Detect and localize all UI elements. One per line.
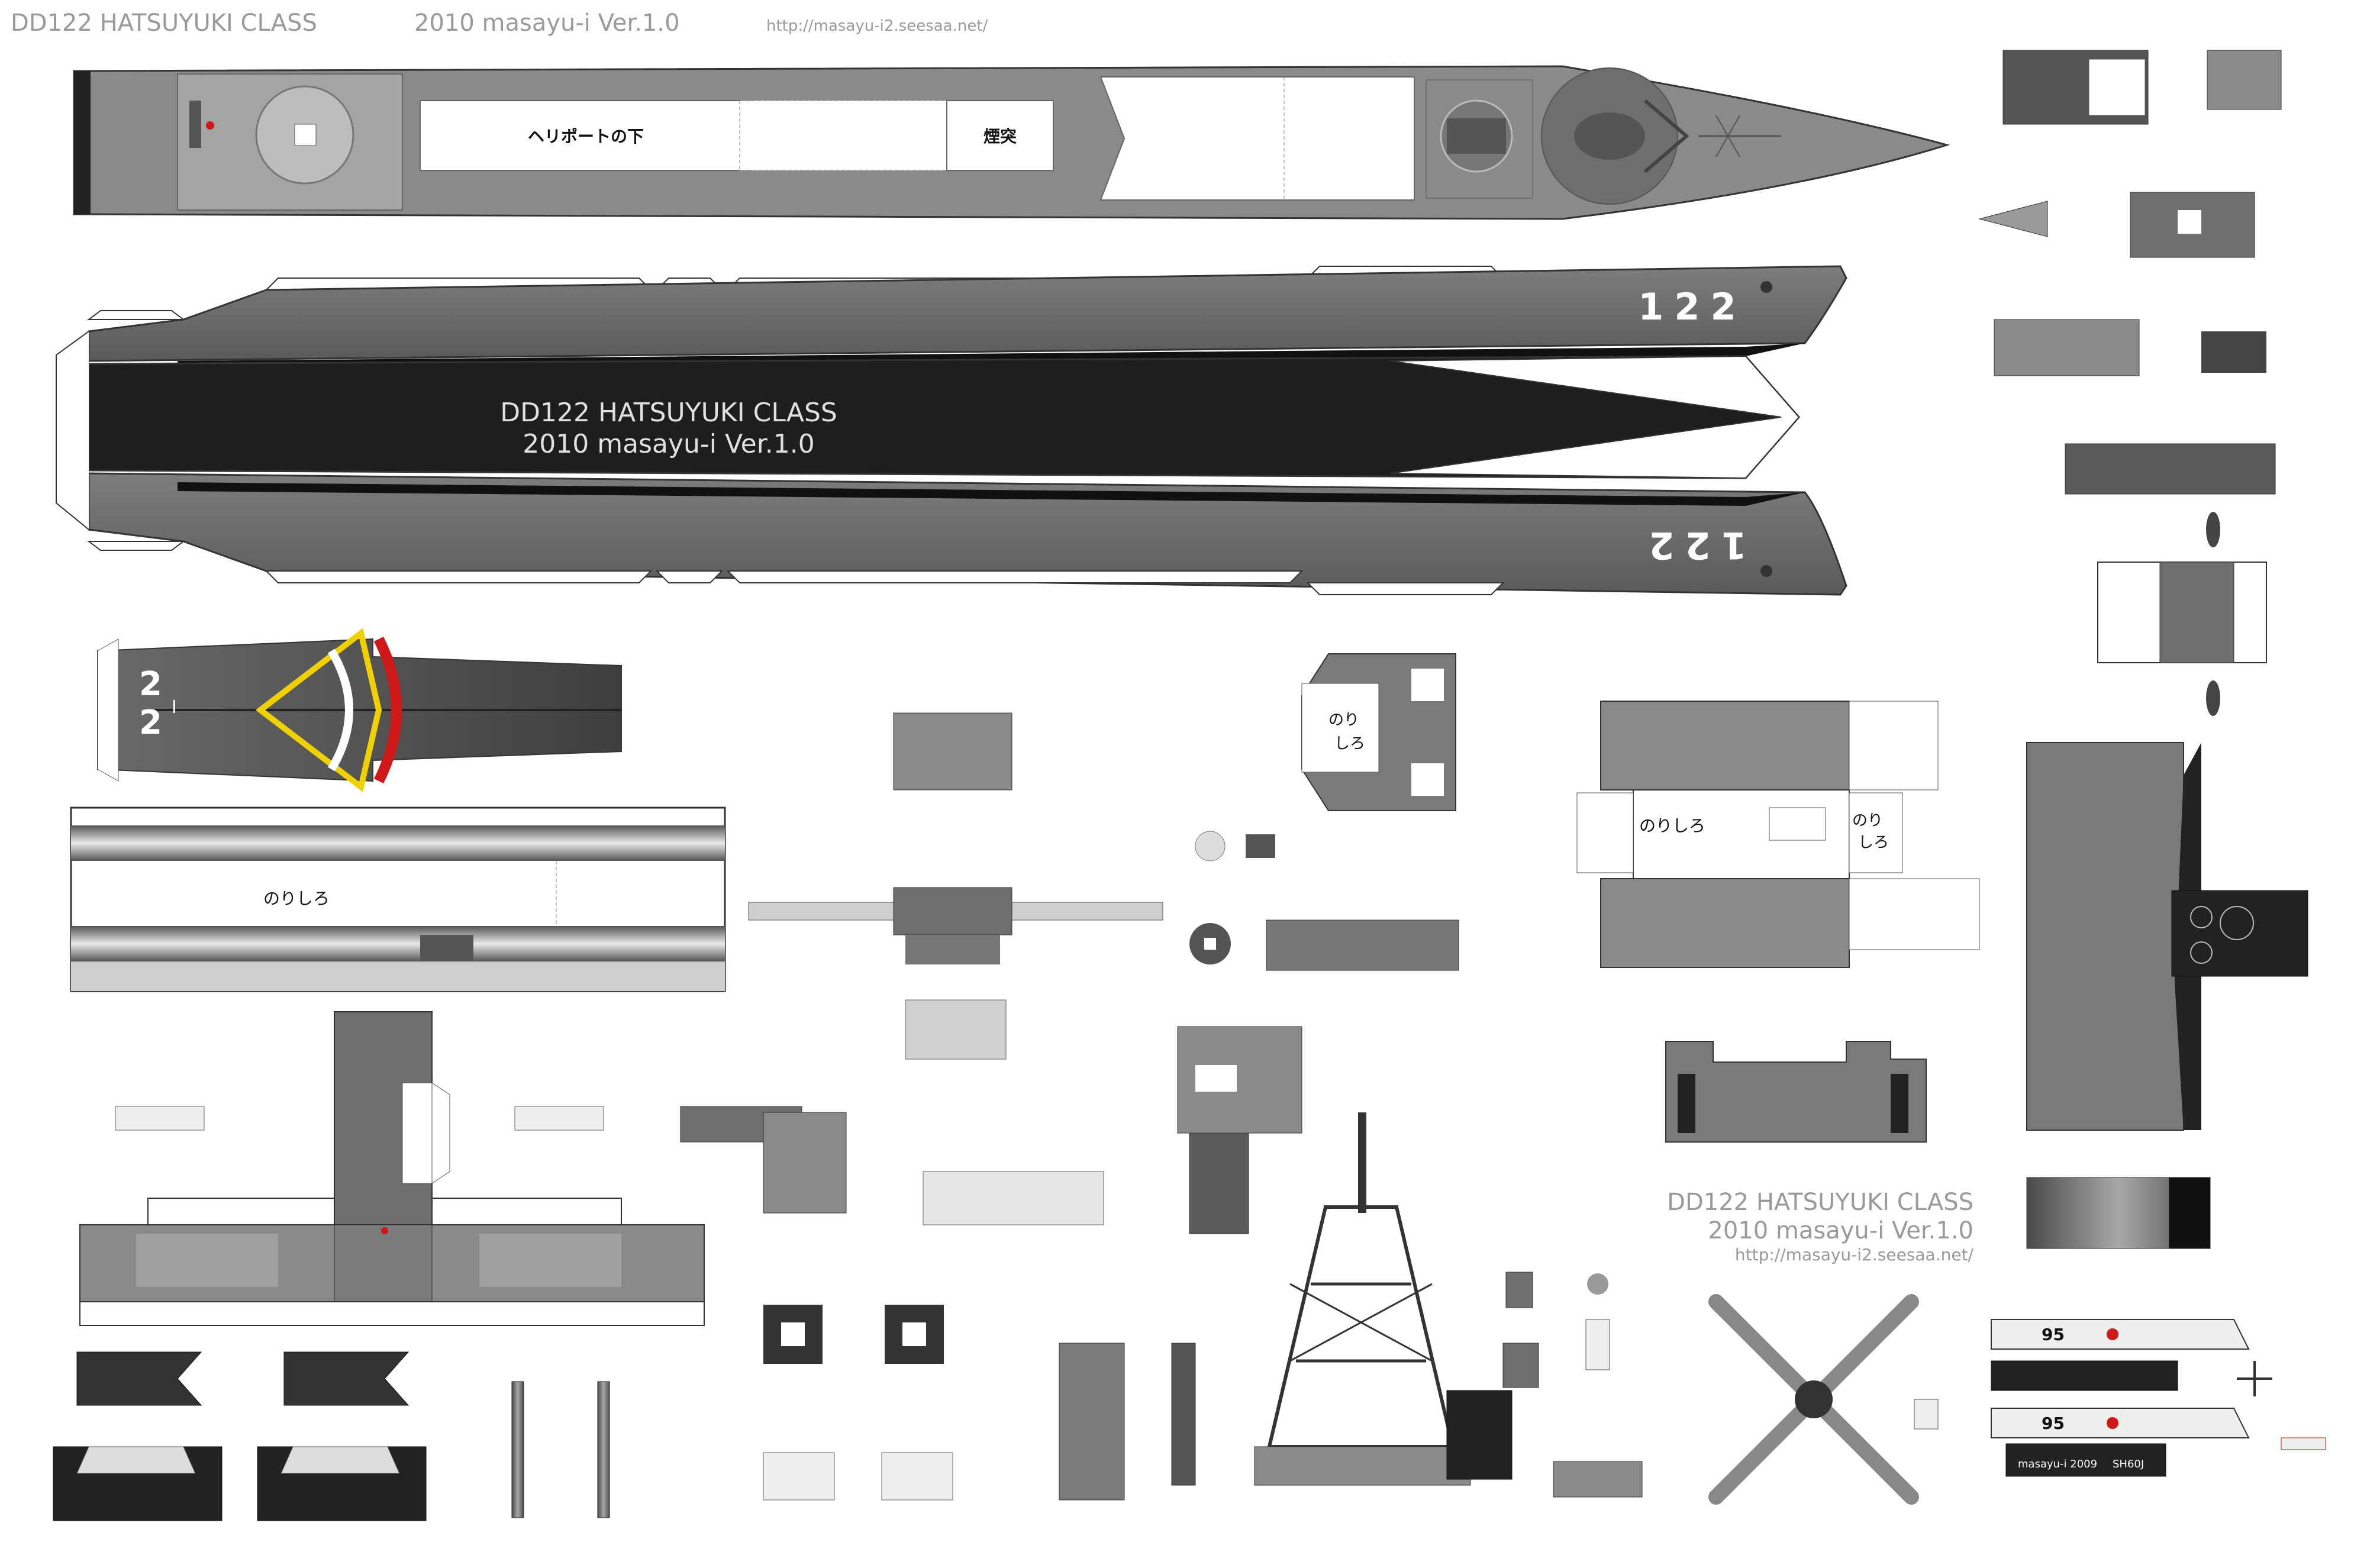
small-box-part bbox=[1914, 1399, 1939, 1430]
hangar-part bbox=[1665, 1041, 1927, 1143]
glue-tab-split-3: のり bbox=[1852, 812, 1883, 830]
heli-number-top: 95 bbox=[2042, 1325, 2065, 1344]
center-parts bbox=[680, 712, 1163, 1501]
glue-tab-split-2: しろ bbox=[1334, 735, 1365, 753]
bottom-credit-version: 2010 masayu-i Ver.1.0 bbox=[1708, 1217, 1973, 1244]
top-right-parts bbox=[1978, 50, 2282, 716]
small-white-parts bbox=[115, 1106, 604, 1131]
lattice-mast-part bbox=[1059, 1112, 1643, 1501]
small-strip-part bbox=[2281, 1437, 2326, 1450]
hull-number-upper: 122 bbox=[1638, 285, 1746, 328]
funnel-parts bbox=[53, 1351, 427, 1521]
heli-model: SH60J bbox=[2113, 1458, 2144, 1470]
heli-deck-part: 2 2 I bbox=[97, 628, 622, 792]
glue-tab-block-right: のりしろ のり しろ bbox=[1576, 701, 1980, 968]
glue-tab-split-1: のり bbox=[1328, 711, 1359, 729]
small-items bbox=[1177, 831, 1459, 1234]
hull-part: DD122 HATSUYUKI CLASS 2010 masayu-i Ver.… bbox=[56, 265, 1847, 596]
glue-tab-block-left: のり しろ bbox=[1301, 653, 1456, 811]
heliport-label: ヘリポートの下 bbox=[528, 127, 644, 146]
main-deck-part: ヘリポートの下 煙突 bbox=[73, 65, 1950, 220]
heli-deck-mark: I bbox=[172, 697, 177, 718]
heli-deck-number-2: 2 bbox=[139, 704, 162, 742]
small-columns bbox=[511, 1381, 610, 1518]
header-title: DD122 HATSUYUKI CLASS bbox=[11, 9, 317, 37]
hull-center-title: DD122 HATSUYUKI CLASS bbox=[500, 398, 837, 428]
glue-tab-label-2: のりしろ bbox=[1639, 816, 1705, 835]
rotor-part bbox=[1708, 1294, 1919, 1505]
bottom-credit-title: DD122 HATSUYUKI CLASS bbox=[1667, 1189, 1973, 1216]
glue-tab-split-4: しろ bbox=[1858, 834, 1889, 851]
hull-center-version: 2010 masayu-i Ver.1.0 bbox=[523, 429, 814, 459]
superstructure-side-part: のりしろ bbox=[70, 806, 726, 992]
hangar-roof-part bbox=[2026, 742, 2308, 1131]
hull-number-lower: 122 bbox=[1638, 524, 1746, 567]
bottom-credit-url: http://masayu-i2.seesaa.net/ bbox=[1735, 1245, 1974, 1264]
heli-credit: masayu-i 2009 bbox=[2018, 1458, 2097, 1470]
bridge-part bbox=[79, 1011, 705, 1326]
glue-tab-label-1: のりしろ bbox=[263, 889, 330, 908]
helicopter-part: 95 95 masayu-i 2009 SH60J bbox=[1991, 1319, 2272, 1477]
heli-number-bottom: 95 bbox=[2042, 1414, 2065, 1433]
header-url: http://masayu-i2.seesaa.net/ bbox=[766, 17, 988, 35]
heli-deck-number-1: 2 bbox=[139, 665, 162, 704]
header-version: 2010 masayu-i Ver.1.0 bbox=[414, 9, 680, 37]
funnel-cylinder-part bbox=[2026, 1177, 2211, 1249]
funnel-label: 煙突 bbox=[983, 127, 1017, 146]
